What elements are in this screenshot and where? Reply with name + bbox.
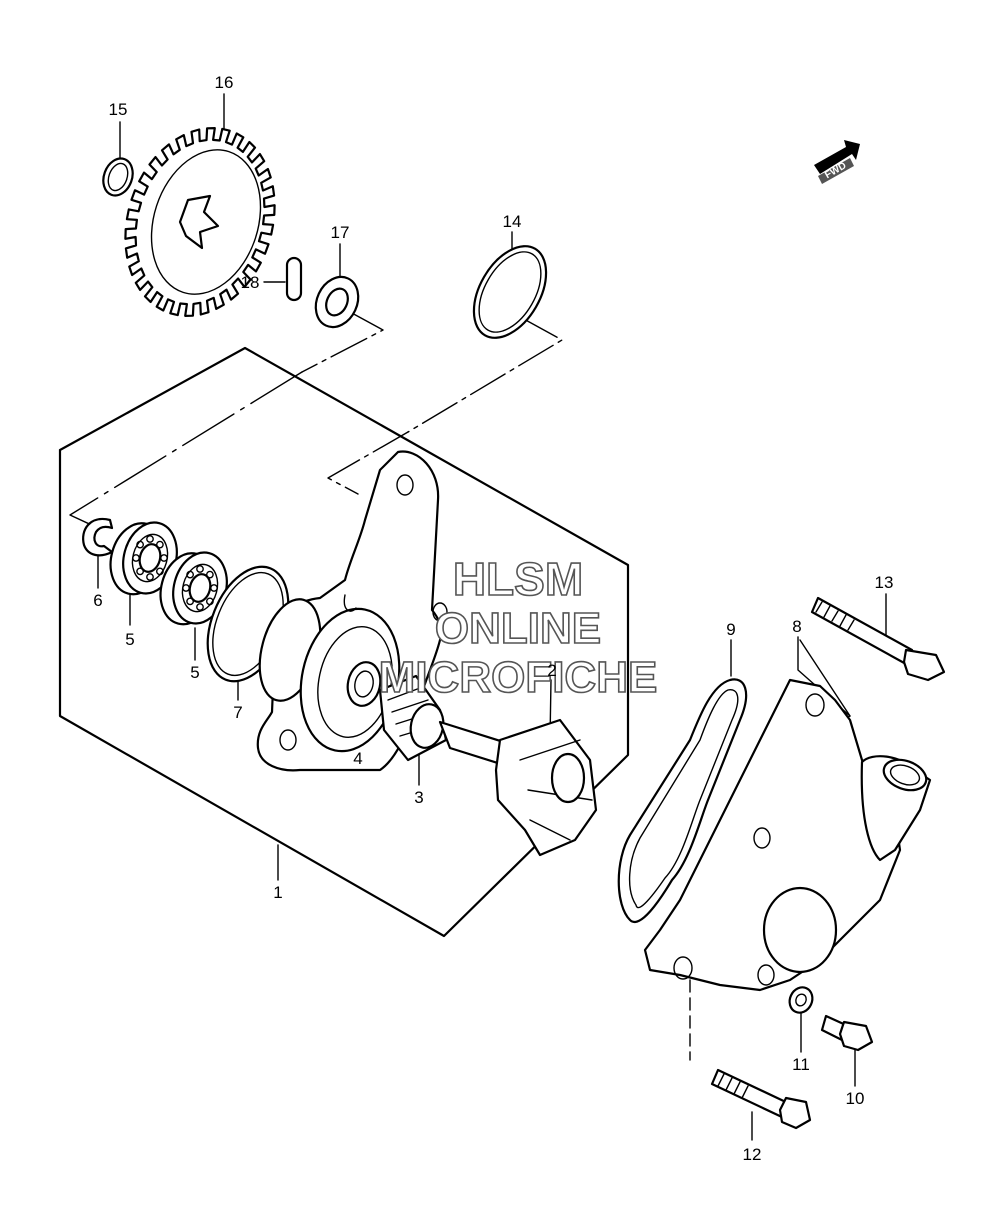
callout-label: 17 [331, 223, 350, 242]
gear-face [150, 149, 262, 295]
bearing-ring [188, 573, 212, 603]
bearing-ball [186, 597, 195, 606]
leader-lines [69, 93, 887, 1141]
callout-label: 15 [109, 100, 128, 119]
bearing-ball [196, 603, 204, 611]
callout-label: 1 [273, 883, 282, 902]
callout-label: 5 [125, 630, 134, 649]
pump-cover-part [643, 678, 932, 992]
watermark: HLSM ONLINE MICROFICHE [378, 552, 658, 703]
callout-label: 13 [875, 573, 894, 592]
bearing-ball [182, 584, 190, 592]
watermark-line-3: MICROFICHE [379, 653, 658, 702]
assembly-bracket-box [58, 346, 630, 938]
callout-labels: 1 2 3 4 5 5 6 7 8 9 10 11 12 13 14 15 16… [93, 73, 893, 1164]
bearing-ball [205, 597, 214, 606]
mechanical-seal-part [378, 674, 448, 762]
callout-label: 6 [93, 591, 102, 610]
bearing-ball [132, 554, 140, 562]
callout-label: 8 [792, 617, 801, 636]
seal-part [346, 661, 382, 707]
o-ring-large-part [472, 245, 548, 339]
callout-label: 7 [233, 703, 242, 722]
bolt-12-part [710, 1068, 812, 1130]
circlip-part [102, 157, 134, 197]
bearing-ring [138, 543, 162, 573]
bearing-ball [196, 565, 204, 573]
gear-hub [178, 194, 220, 250]
gear-part [124, 127, 276, 317]
callout-label: 4 [353, 749, 362, 768]
callout-label: 2 [547, 661, 556, 680]
bearing-ball [155, 540, 164, 549]
washer-part [314, 275, 360, 329]
callout-label: 5 [190, 663, 199, 682]
callout-label: 16 [215, 73, 234, 92]
bearing-ball [146, 535, 154, 543]
callout-label: 18 [241, 273, 260, 292]
bearing-ball [136, 540, 145, 549]
fwd-arrow-icon: FWD [814, 140, 860, 184]
e-clip-part [82, 517, 114, 557]
bearing-part [109, 521, 228, 626]
bearing-ball [136, 567, 145, 576]
bolt-10-part [820, 1014, 874, 1052]
impeller-shaft-part [438, 718, 598, 857]
callout-label: 11 [792, 1055, 810, 1074]
bearing-ball [205, 570, 214, 579]
callout-label: 14 [503, 212, 522, 231]
bolt-13-part [810, 596, 946, 682]
callout-label: 12 [743, 1145, 762, 1164]
gasket-part [617, 678, 748, 924]
watermark-line-2: ONLINE [435, 604, 601, 653]
bearing-ball [210, 584, 218, 592]
callout-label: 10 [846, 1089, 865, 1108]
watermark-line-1: HLSM [453, 553, 583, 605]
pin-part [285, 256, 303, 302]
washer-11-part [788, 986, 814, 1014]
callout-label: 9 [726, 620, 735, 639]
bearing-ring [131, 533, 169, 583]
bearing-ball [146, 573, 154, 581]
bearing-ball [160, 554, 168, 562]
bearing-ball [186, 570, 195, 579]
bearing-ball [155, 567, 164, 576]
bearing-ring [181, 563, 219, 613]
callout-label: 3 [414, 788, 423, 807]
